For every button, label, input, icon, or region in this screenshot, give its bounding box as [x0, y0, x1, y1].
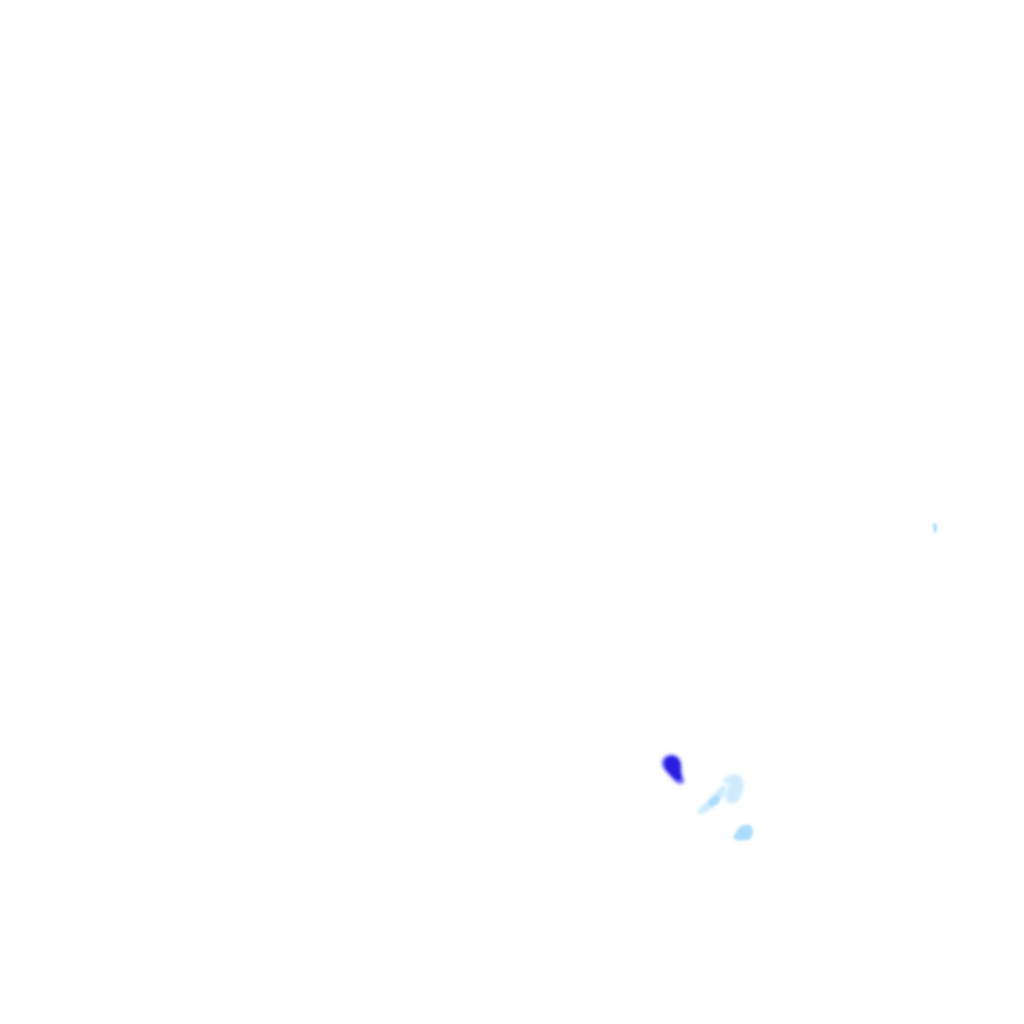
precip-cell-light-wisp — [697, 774, 744, 814]
precip-cell-light-south — [733, 824, 753, 841]
precip-cell-speck-east — [933, 523, 937, 533]
precip-cell-heavy — [661, 754, 684, 784]
